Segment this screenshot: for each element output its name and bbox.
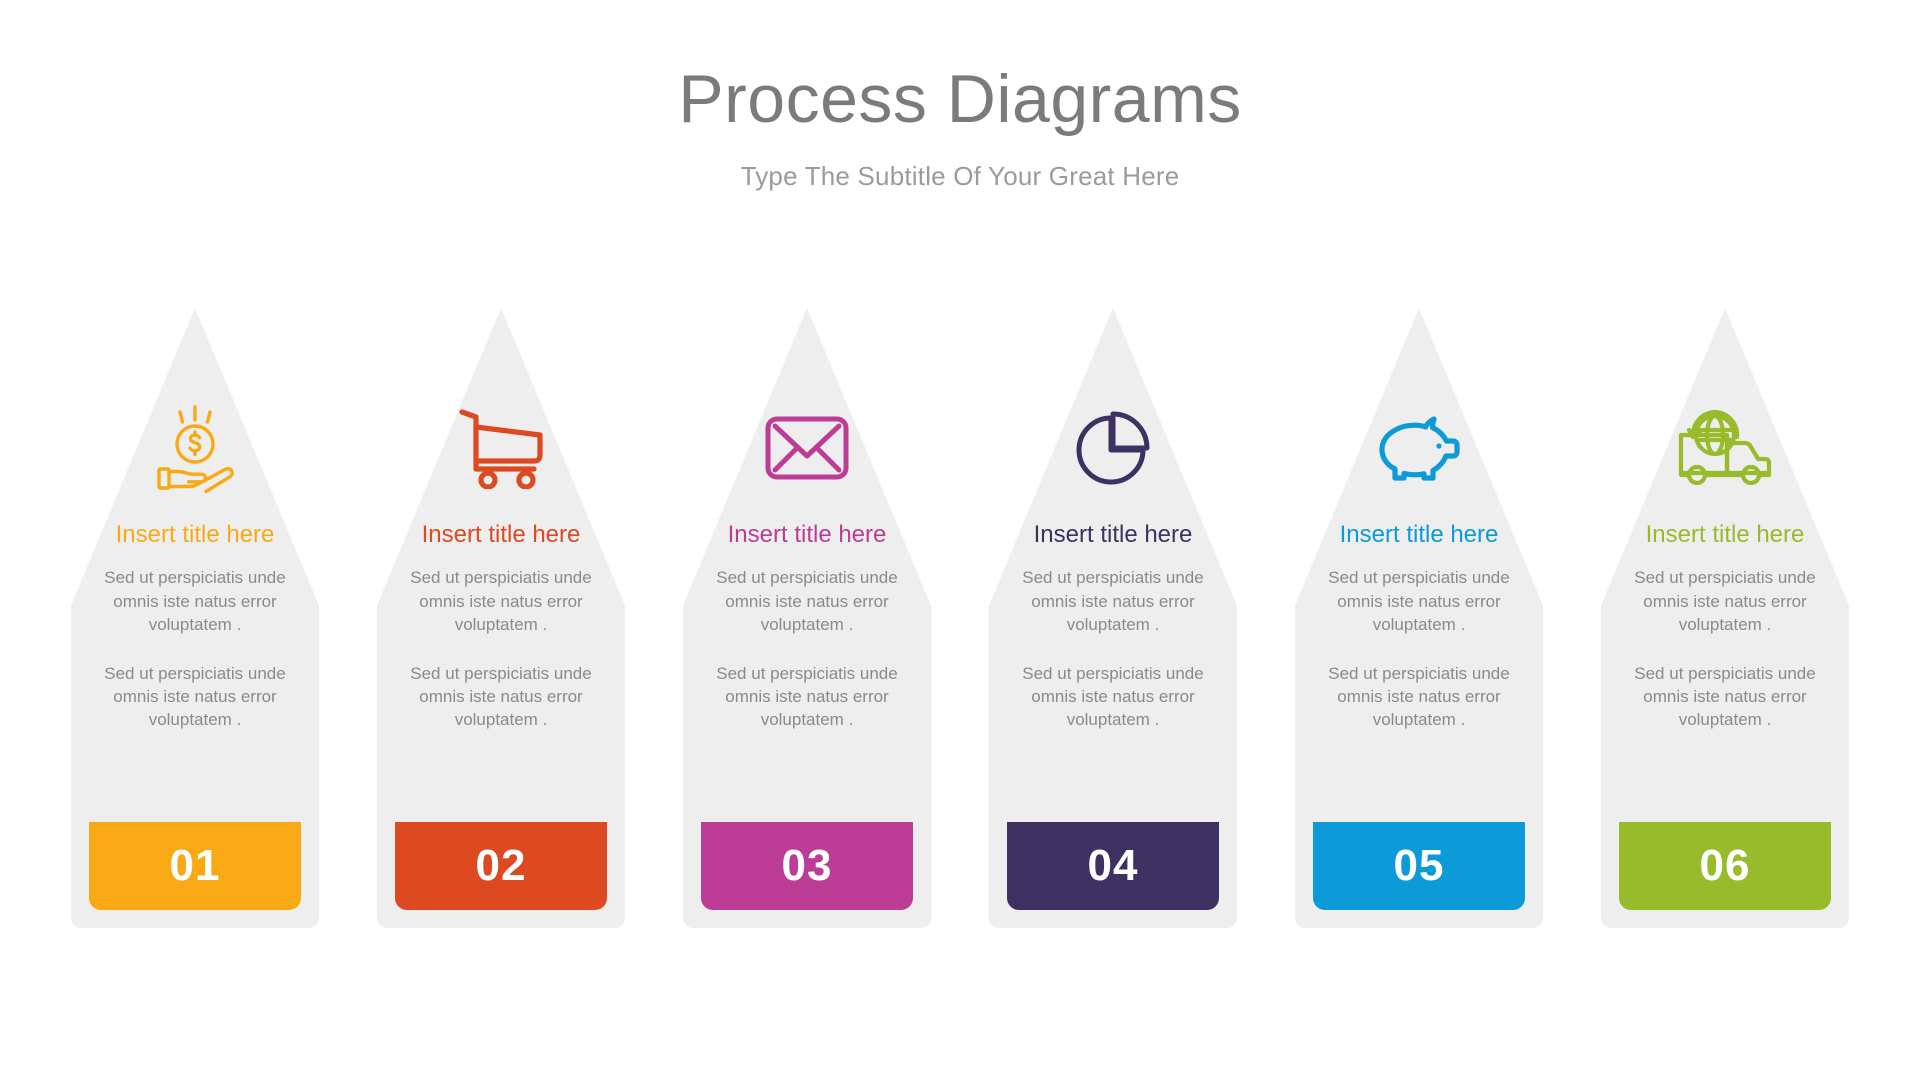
card-title: Insert title here [1339,521,1499,548]
envelope-icon [764,400,850,496]
card-paragraph-2: Sed ut perspiciatis unde omnis iste natu… [104,663,286,729]
delivery-truck-globe-icon [1673,400,1777,496]
shopping-cart-icon [456,400,546,496]
card-title: Insert title here [421,521,581,548]
card-title: Insert title here [1645,521,1805,548]
card-paragraph-1: Sed ut perspiciatis unde omnis iste natu… [1328,568,1510,634]
card-body: Sed ut perspiciatis unde omnis iste natu… [1007,566,1219,731]
process-card-02[interactable]: Insert title here Sed ut perspiciatis un… [377,308,625,928]
card-body: Sed ut perspiciatis unde omnis iste natu… [1313,566,1525,731]
card-paragraph-2: Sed ut perspiciatis unde omnis iste natu… [1022,663,1204,729]
card-paragraph-2: Sed ut perspiciatis unde omnis iste natu… [1634,663,1816,729]
card-number-badge[interactable]: 04 [1007,822,1219,910]
card-paragraph-1: Sed ut perspiciatis unde omnis iste natu… [1634,568,1816,634]
process-card-05[interactable]: Insert title here Sed ut perspiciatis un… [1295,308,1543,928]
card-body: Sed ut perspiciatis unde omnis iste natu… [701,566,913,731]
process-card-06[interactable]: Insert title here Sed ut perspiciatis un… [1601,308,1849,928]
piggy-bank-icon [1373,400,1465,496]
slide-header: Process Diagrams Type The Subtitle Of Yo… [0,0,1920,192]
card-number-badge[interactable]: 06 [1619,822,1831,910]
card-body: Sed ut perspiciatis unde omnis iste natu… [89,566,301,731]
card-paragraph-2: Sed ut perspiciatis unde omnis iste natu… [716,663,898,729]
process-cards-row: Insert title here Sed ut perspiciatis un… [0,308,1920,928]
hand-holding-coin-icon [149,400,241,496]
card-paragraph-2: Sed ut perspiciatis unde omnis iste natu… [1328,663,1510,729]
page-subtitle: Type The Subtitle Of Your Great Here [740,160,1180,191]
process-card-01[interactable]: Insert title here Sed ut perspiciatis un… [71,308,319,928]
card-paragraph-1: Sed ut perspiciatis unde omnis iste natu… [716,568,898,634]
card-body: Sed ut perspiciatis unde omnis iste natu… [1619,566,1831,731]
card-paragraph-1: Sed ut perspiciatis unde omnis iste natu… [410,568,592,634]
pie-chart-icon [1071,400,1155,496]
card-number-badge[interactable]: 05 [1313,822,1525,910]
card-paragraph-2: Sed ut perspiciatis unde omnis iste natu… [410,663,592,729]
card-body: Sed ut perspiciatis unde omnis iste natu… [395,566,607,731]
page-title: Process Diagrams [678,61,1242,137]
process-card-03[interactable]: Insert title here Sed ut perspiciatis un… [683,308,931,928]
card-title: Insert title here [727,521,887,548]
card-number-badge[interactable]: 03 [701,822,913,910]
card-paragraph-1: Sed ut perspiciatis unde omnis iste natu… [1022,568,1204,634]
card-paragraph-1: Sed ut perspiciatis unde omnis iste natu… [104,568,286,634]
card-number-badge[interactable]: 02 [395,822,607,910]
card-title: Insert title here [115,521,275,548]
process-card-04[interactable]: Insert title here Sed ut perspiciatis un… [989,308,1237,928]
card-number-badge[interactable]: 01 [89,822,301,910]
card-title: Insert title here [1033,521,1193,548]
